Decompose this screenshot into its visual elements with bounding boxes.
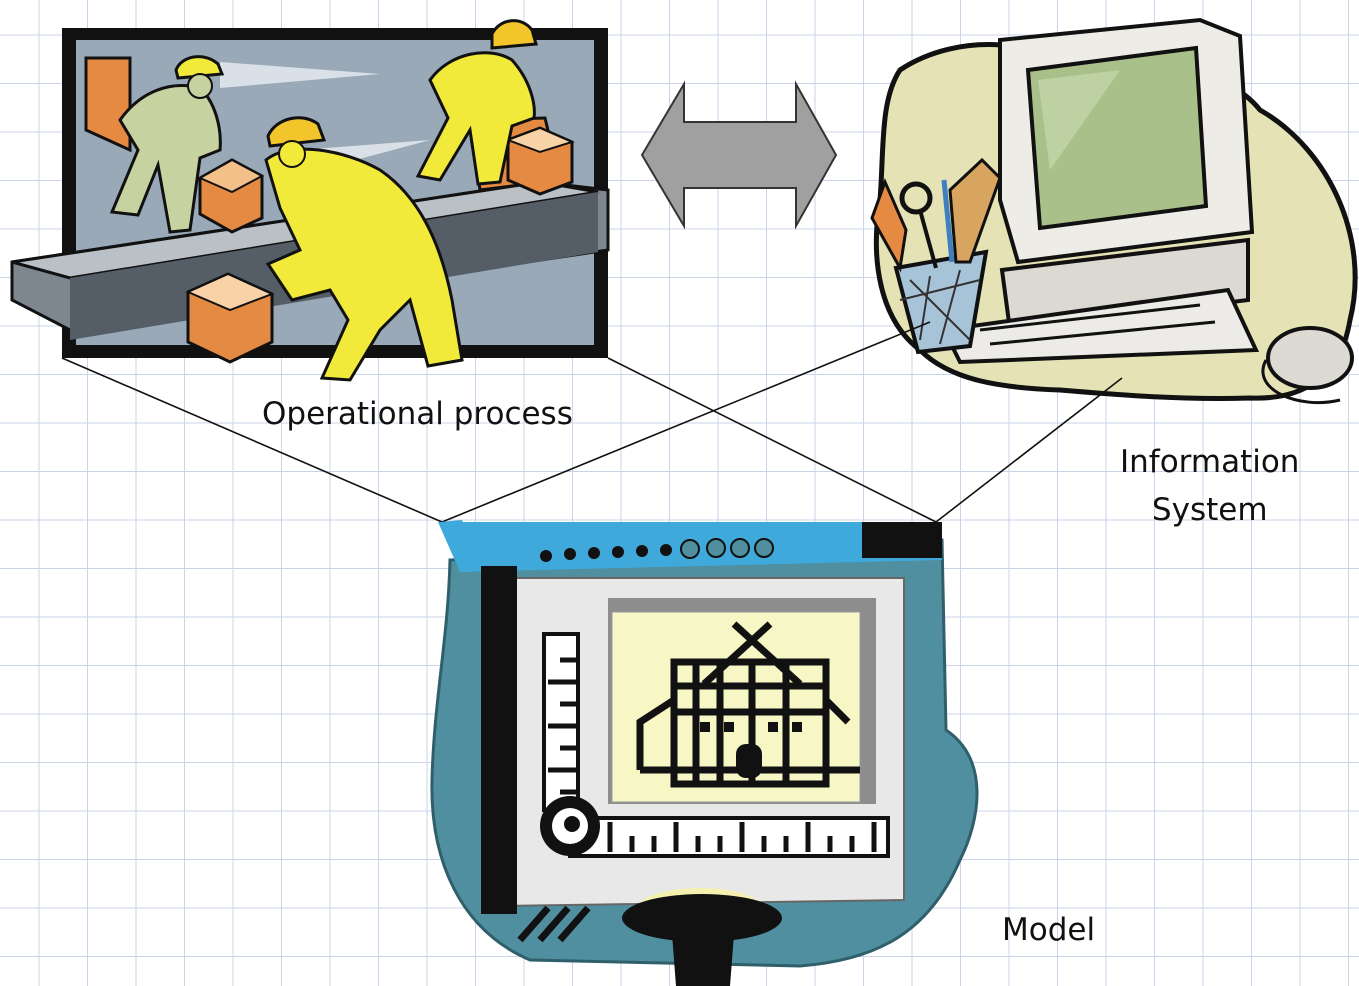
operational-process-label: Operational process — [262, 396, 573, 432]
drafting-board-clipart — [430, 520, 979, 986]
computer-clipart — [870, 17, 1358, 405]
information-system-label-line2: System — [1151, 492, 1268, 529]
information-system-label-line1: Information — [1120, 444, 1300, 480]
double-arrow-icon — [640, 80, 838, 230]
connector-lines — [61, 321, 1123, 523]
workers-clipart — [10, 19, 610, 382]
information-system-label: Information System — [1120, 438, 1299, 534]
model-label: Model — [1002, 912, 1096, 948]
